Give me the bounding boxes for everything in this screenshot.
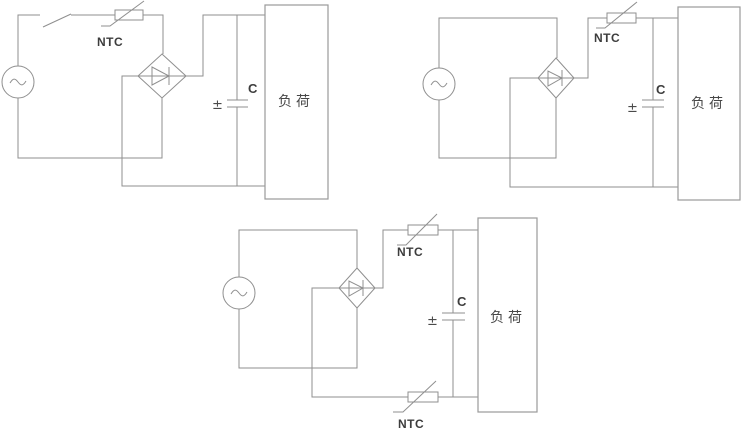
wire — [186, 14, 265, 77]
load-label: 负荷 — [278, 94, 314, 110]
load-label: 负荷 — [490, 310, 526, 326]
wire — [121, 75, 265, 187]
ntc-thermistor-icon — [101, 0, 145, 27]
wire — [375, 229, 408, 289]
wire — [17, 98, 163, 159]
wire — [438, 98, 557, 159]
capacitor-icon — [442, 230, 465, 397]
bridge-rectifier-icon — [137, 53, 187, 99]
polarity-mark: ± — [627, 101, 638, 116]
bridge-rectifier-icon — [537, 57, 575, 99]
wire — [238, 229, 358, 277]
polarity-mark: ± — [427, 314, 438, 329]
polarity-mark: ± — [212, 98, 223, 113]
ntc-label: NTC — [398, 417, 424, 431]
circuit-top-right: NTC ± C 负荷 — [422, 1, 741, 201]
capacitor-label: C — [656, 82, 666, 97]
wire — [509, 77, 678, 188]
ac-sine-icon — [230, 289, 248, 297]
load-box — [477, 217, 538, 413]
load-box — [677, 6, 741, 201]
ac-sine-icon — [430, 80, 448, 88]
ntc-thermistor-icon — [596, 1, 638, 29]
wire — [311, 287, 408, 398]
circuit-top-left: NTC ± C 负荷 — [1, 0, 329, 200]
bridge-rectifier-icon — [338, 267, 376, 309]
ntc-label: NTC — [594, 31, 620, 45]
switch-icon — [42, 13, 72, 28]
wire — [238, 308, 358, 369]
wire — [438, 17, 558, 68]
capacitor-label: C — [457, 294, 467, 309]
ntc-label: NTC — [97, 35, 123, 49]
wire — [574, 17, 607, 79]
wire — [17, 14, 40, 66]
ac-sine-icon — [9, 78, 27, 86]
wire — [143, 14, 164, 54]
capacitor-icon — [642, 18, 664, 187]
load-label: 负荷 — [691, 96, 727, 112]
load-box — [264, 4, 329, 200]
capacitor-label: C — [248, 81, 258, 96]
circuit-bottom: NTC NTC ± C 负荷 — [222, 213, 538, 431]
ntc-label: NTC — [397, 245, 423, 259]
capacitor-icon — [227, 15, 248, 186]
